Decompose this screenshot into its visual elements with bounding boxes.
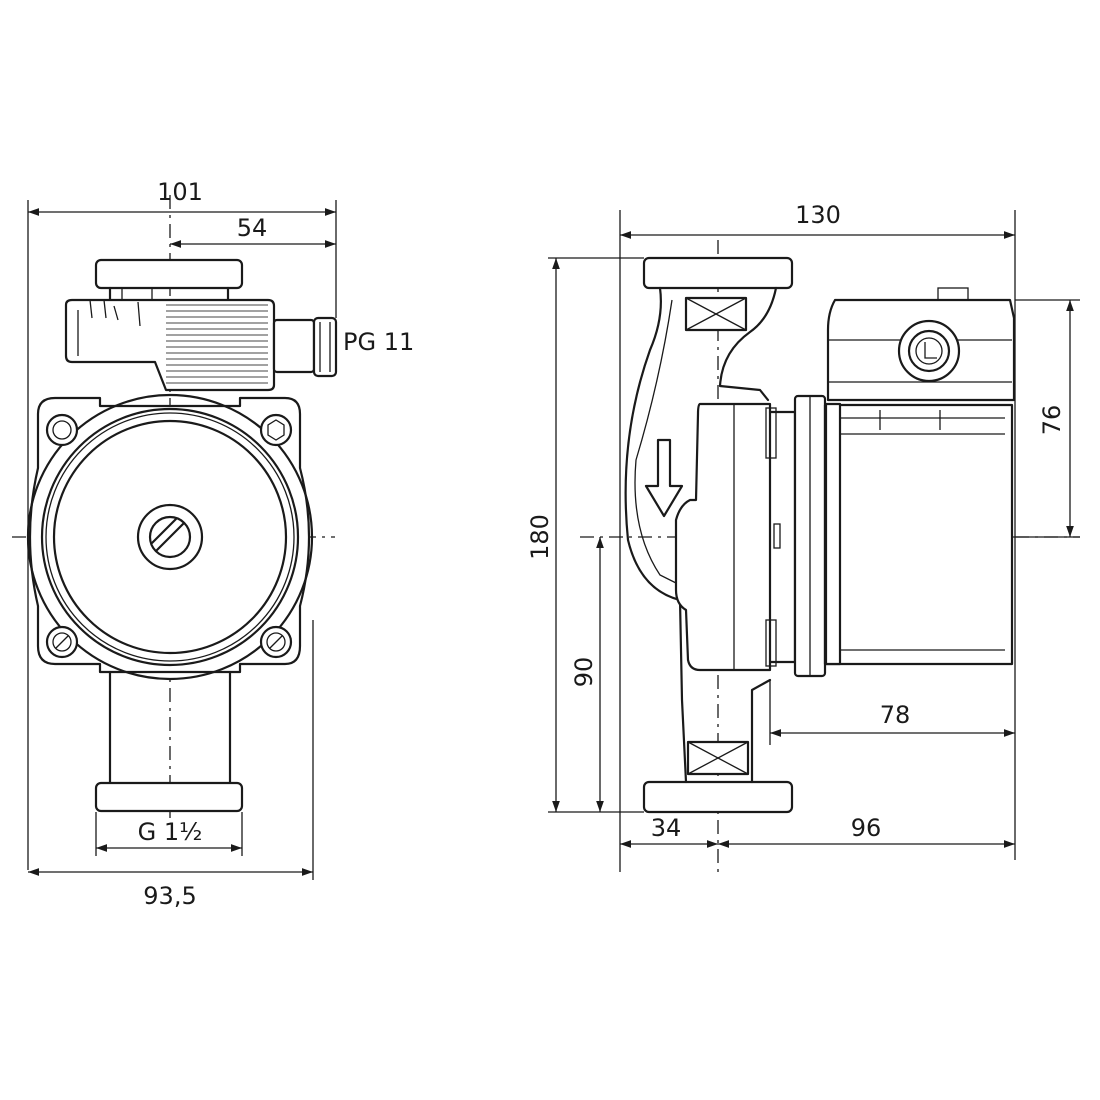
side-bottom-flange — [642, 780, 794, 814]
front-cooling-fins — [166, 304, 268, 384]
thread-size-label: G 1½ — [138, 818, 203, 846]
front-top-flange — [94, 258, 244, 290]
flow-direction-arrow-icon — [644, 438, 684, 518]
dim-label-motor-length: 78 — [880, 701, 911, 729]
front-dimensions: 101 54 PG 11 G 1½ 93,5 — [27, 178, 414, 910]
corner-bolt-bottom-right — [259, 625, 293, 659]
side-cable-gland — [897, 319, 961, 383]
side-top-flange — [642, 256, 794, 290]
front-lower-neck — [108, 670, 232, 787]
side-terminal-box — [826, 287, 1016, 402]
side-view: 130 180 90 76 78 34 96 — [526, 201, 1080, 872]
dim-label-axis-to-motor-end: 96 — [851, 814, 882, 842]
front-pump-body — [26, 393, 314, 681]
corner-bolt-top-left — [45, 413, 79, 447]
side-pipe-body — [624, 286, 778, 784]
dim-label-axis-to-box-top: 76 — [1038, 405, 1066, 436]
vent-screw — [136, 503, 204, 571]
side-dimensions: 130 180 90 76 78 34 96 — [526, 201, 1080, 872]
dim-label-overall-width: 101 — [157, 178, 203, 206]
dim-label-axis-to-connector: 54 — [237, 214, 268, 242]
dim-label-pipe-axis-offset: 34 — [651, 814, 682, 842]
side-pump-housing — [674, 394, 827, 678]
dim-label-overall-length: 130 — [795, 201, 841, 229]
corner-bolt-bottom-left — [45, 625, 79, 659]
side-motor — [823, 402, 1014, 666]
dim-label-base-width: 93,5 — [143, 882, 196, 910]
dim-label-axis-to-bottom: 90 — [570, 657, 598, 688]
front-view: 101 54 PG 11 G 1½ 93,5 — [12, 178, 414, 910]
cable-gland-label: PG 11 — [343, 328, 414, 356]
front-terminal-box — [64, 287, 338, 392]
front-bottom-flange — [94, 781, 244, 813]
cable-gland — [272, 316, 338, 378]
dim-label-overall-height: 180 — [526, 514, 554, 560]
corner-bolt-top-right — [259, 413, 293, 447]
